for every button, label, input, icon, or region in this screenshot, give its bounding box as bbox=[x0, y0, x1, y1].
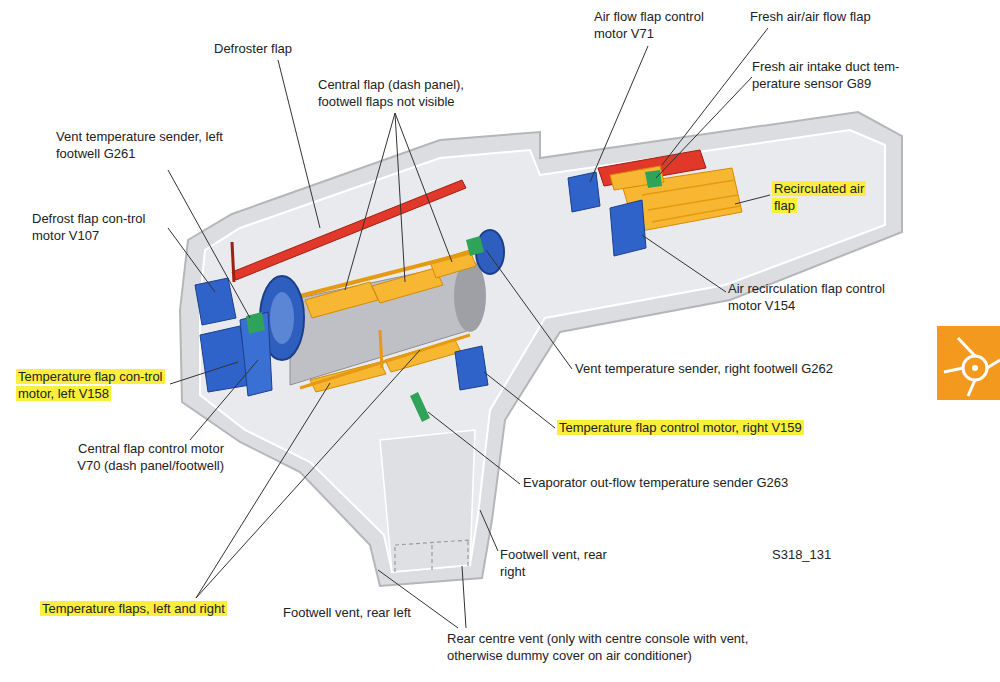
label-text: Temperature flaps, left and right bbox=[40, 601, 227, 616]
part-label: Footwell vent, rear left bbox=[283, 604, 453, 621]
label-text: Vent temperature sender, right footwell … bbox=[575, 361, 833, 376]
highlighted-part-label: Recirculated air flap bbox=[772, 180, 872, 214]
label-text: Central flap control motor V70 (dash pan… bbox=[77, 441, 224, 473]
label-text: Temperature flap con-trol motor, left V1… bbox=[16, 369, 165, 401]
label-text: Rear centre vent (only with centre conso… bbox=[447, 631, 748, 663]
part-label: Defrost flap con-trol motor V107 bbox=[32, 210, 170, 244]
part-label: S318_131 bbox=[772, 546, 862, 563]
part-label: Footwell vent, rear right bbox=[500, 546, 612, 580]
part-label: Central flap control motor V70 (dash pan… bbox=[64, 440, 224, 474]
label-text: Footwell vent, rear left bbox=[283, 605, 411, 620]
label-text: Recirculated air flap bbox=[772, 181, 866, 213]
part-label: Defroster flap bbox=[214, 40, 334, 57]
label-text: Temperature flap control motor, right V1… bbox=[557, 420, 804, 435]
part-label: Air recirculation flap control motor V15… bbox=[728, 280, 888, 314]
part-label: Vent temperature sender, left footwell G… bbox=[56, 128, 256, 162]
highlighted-part-label: Temperature flaps, left and right bbox=[40, 600, 280, 617]
part-label: Central flap (dash panel), footwell flap… bbox=[318, 76, 498, 110]
highlighted-part-label: Temperature flap con-trol motor, left V1… bbox=[16, 368, 178, 402]
label-text: Air recirculation flap control motor V15… bbox=[728, 281, 885, 313]
label-text: Vent temperature sender, left footwell G… bbox=[56, 129, 223, 161]
label-text: Evaporator out-flow temperature sender G… bbox=[523, 475, 788, 490]
part-label: Air flow flap control motor V71 bbox=[594, 8, 724, 42]
label-text: Defrost flap con-trol motor V107 bbox=[32, 211, 145, 243]
label-text: Fresh air/air flow flap bbox=[750, 9, 871, 24]
label-text: Footwell vent, rear right bbox=[500, 547, 607, 579]
part-label: Evaporator out-flow temperature sender G… bbox=[523, 474, 813, 491]
label-text: S318_131 bbox=[772, 547, 831, 562]
highlighted-part-label: Temperature flap control motor, right V1… bbox=[557, 419, 847, 436]
label-text: Fresh air intake duct tem-perature senso… bbox=[752, 59, 899, 91]
label-text: Central flap (dash panel), footwell flap… bbox=[318, 77, 464, 109]
part-label: Rear centre vent (only with centre conso… bbox=[447, 630, 787, 664]
label-text: Defroster flap bbox=[214, 41, 292, 56]
part-label: Vent temperature sender, right footwell … bbox=[575, 360, 865, 377]
part-label: Fresh air/air flow flap bbox=[750, 8, 920, 25]
part-label: Fresh air intake duct tem-perature senso… bbox=[752, 58, 930, 92]
label-text: Air flow flap control motor V71 bbox=[594, 9, 704, 41]
